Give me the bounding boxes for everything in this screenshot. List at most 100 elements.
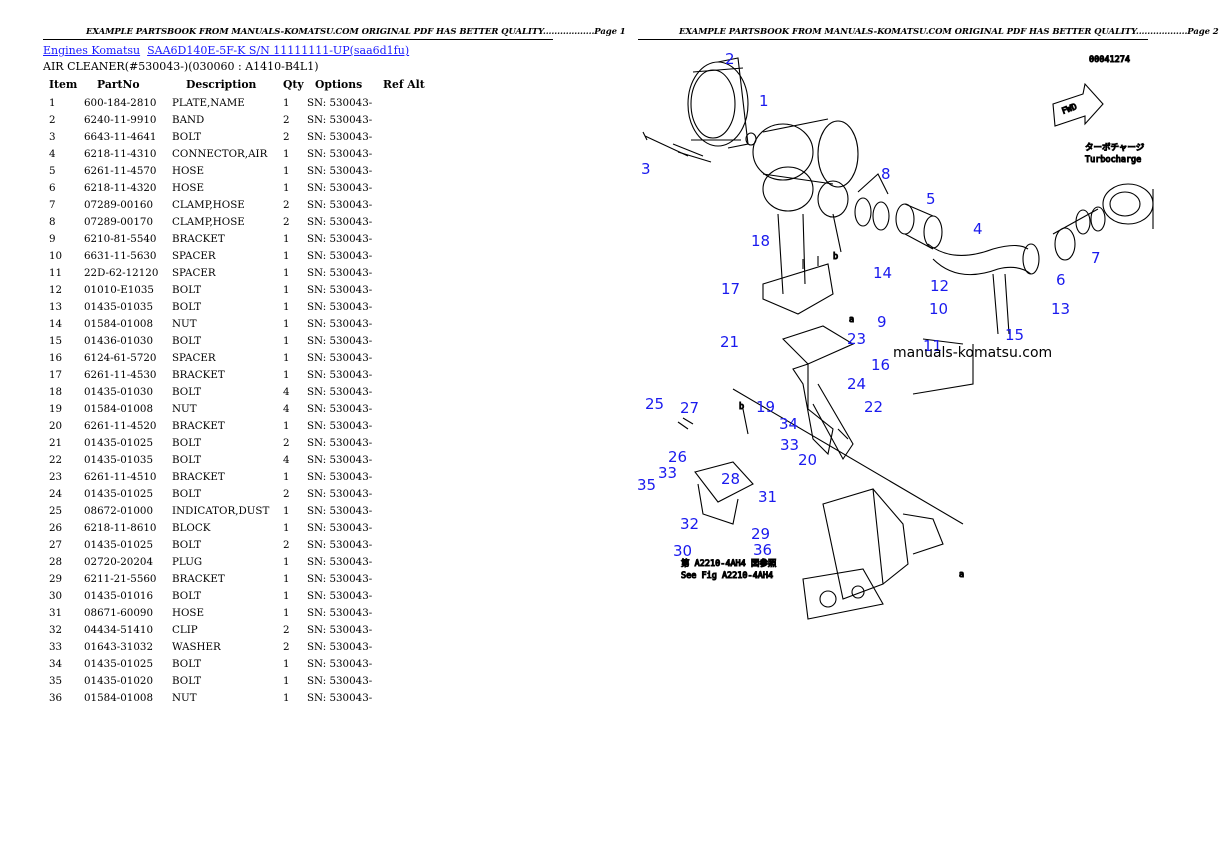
breadcrumb-link-engines[interactable]: Engines Komatsu <box>43 44 141 57</box>
callout-27: 27 <box>680 399 699 417</box>
row-qty: 2 <box>283 623 290 636</box>
row-options: SN: 530043- <box>307 402 373 415</box>
row-refalt <box>383 502 425 519</box>
row-partno: 01584-01008 <box>84 402 153 415</box>
callout-20: 20 <box>798 451 817 469</box>
row-description: BOLT <box>172 130 202 143</box>
row-description: PLATE,NAME <box>172 96 245 109</box>
row-options: SN: 530043- <box>307 640 373 653</box>
clamp-8-shapes <box>854 173 890 231</box>
row-options: SN: 530043- <box>307 691 373 704</box>
row-options: SN: 530043- <box>307 351 373 364</box>
bracket-26-shape <box>677 417 754 525</box>
callout-10: 10 <box>929 300 948 318</box>
row-partno: 22D-62-12120 <box>84 266 159 279</box>
row-qty: 2 <box>283 113 290 126</box>
row-options: SN: 530043- <box>307 113 373 126</box>
row-qty: 1 <box>283 572 290 585</box>
page-header-right: EXAMPLE PARTSBOOK FROM MANUALS-KOMATSU.C… <box>679 27 1219 37</box>
callout-6: 6 <box>1056 271 1066 289</box>
row-item: 11 <box>49 266 63 279</box>
fwd-arrow: FWD <box>1052 82 1104 127</box>
callout-24: 24 <box>847 375 866 393</box>
row-description: BOLT <box>172 334 202 347</box>
row-partno: 01010-E1035 <box>84 283 154 296</box>
row-item: 5 <box>49 164 56 177</box>
row-refalt <box>383 672 425 689</box>
row-qty: 1 <box>283 606 290 619</box>
row-item: 16 <box>49 351 63 364</box>
row-partno: 6124-61-5720 <box>84 351 157 364</box>
row-qty: 1 <box>283 555 290 568</box>
row-options: SN: 530043- <box>307 470 373 483</box>
row-partno: 02720-20204 <box>84 555 153 568</box>
row-description: NUT <box>172 691 197 704</box>
row-qty: 1 <box>283 300 290 313</box>
row-description: BOLT <box>172 538 202 551</box>
row-description: BRACKET <box>172 419 225 432</box>
connector-4-shape <box>927 243 1040 335</box>
band-part <box>672 57 749 163</box>
row-description: BRACKET <box>172 368 225 381</box>
row-refalt <box>383 264 425 281</box>
row-item: 22 <box>49 453 63 466</box>
row-item: 17 <box>49 368 63 381</box>
row-qty: 2 <box>283 640 290 653</box>
row-item: 15 <box>49 334 63 347</box>
breadcrumb-link-model[interactable]: SAA6D140E-5F-K S/N 11111111-UP(saa6d1fu) <box>147 44 410 57</box>
row-description: BRACKET <box>172 232 225 245</box>
callout-33-right: 33 <box>780 436 799 454</box>
row-options: SN: 530043- <box>307 181 373 194</box>
breadcrumb: Engines Komatsu SAA6D140E-5F-K S/N 111111… <box>43 44 563 57</box>
row-options: SN: 530043- <box>307 283 373 296</box>
row-partno: 01643-31032 <box>84 640 153 653</box>
row-item: 25 <box>49 504 63 517</box>
row-qty: 1 <box>283 96 290 109</box>
row-refalt <box>383 400 425 417</box>
row-qty: 1 <box>283 674 290 687</box>
row-description: BOLT <box>172 436 202 449</box>
callout-17: 17 <box>721 280 740 298</box>
callout-36: 36 <box>753 541 772 559</box>
row-options: SN: 530043- <box>307 674 373 687</box>
row-partno: 01435-01035 <box>84 300 153 313</box>
row-refalt <box>383 162 425 179</box>
row-refalt <box>383 638 425 655</box>
row-partno: 01435-01020 <box>84 674 153 687</box>
row-description: SPACER <box>172 249 216 262</box>
callout-29: 29 <box>751 525 770 543</box>
row-options: SN: 530043- <box>307 96 373 109</box>
see-fig-jp-label: 第 A2210-4AH4 図参照 <box>681 558 777 569</box>
callout-33-left: 33 <box>658 464 677 482</box>
row-refalt <box>383 315 425 332</box>
row-partno: 01435-01030 <box>84 385 153 398</box>
exploded-parts-diagram: 00041274 <box>637 50 1154 620</box>
row-refalt <box>383 434 425 451</box>
row-qty: 1 <box>283 504 290 517</box>
row-description: INDICATOR,DUST <box>172 504 270 517</box>
column-header-partno: PartNo <box>97 78 140 91</box>
row-options: SN: 530043- <box>307 623 373 636</box>
row-partno: 6261-11-4530 <box>84 368 157 381</box>
row-description: CLIP <box>172 623 198 636</box>
callout-9: 9 <box>877 313 887 331</box>
row-description: HOSE <box>172 164 204 177</box>
row-item: 18 <box>49 385 63 398</box>
row-refalt <box>383 570 425 587</box>
row-options: SN: 530043- <box>307 300 373 313</box>
hose-5-shape <box>895 203 943 250</box>
row-refalt <box>383 451 425 468</box>
row-item: 24 <box>49 487 63 500</box>
row-refalt <box>383 553 425 570</box>
